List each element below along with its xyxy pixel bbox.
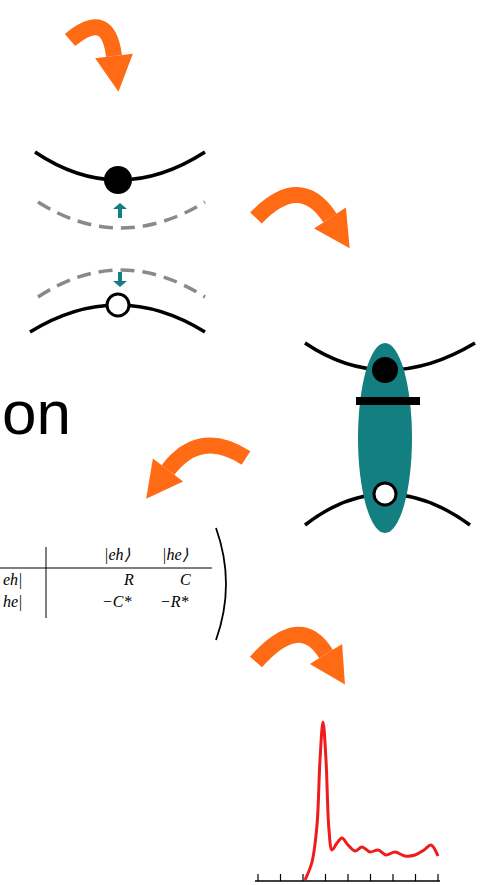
row-header: he|: [3, 593, 23, 611]
column-header: |eh⟩: [104, 546, 130, 564]
flow-arrow-body: [168, 446, 246, 471]
flow-arrow-head: [310, 644, 345, 685]
axis-tick: [302, 874, 303, 881]
axis-tick: [325, 874, 326, 881]
matrix-bracket: [216, 528, 226, 640]
matrix-rule: [46, 547, 47, 618]
axis-tick: [257, 874, 258, 881]
matrix-rule: [0, 568, 212, 569]
axis-tick: [280, 874, 281, 881]
matrix-entry: R: [124, 571, 134, 589]
title-fragment: on: [2, 382, 71, 444]
electron: [372, 357, 398, 383]
axis-tick: [370, 874, 371, 881]
flow-arrow-body: [256, 195, 330, 218]
bare-conduction-band: [38, 202, 205, 228]
row-header: eh|: [3, 571, 23, 589]
flow-arrow: [256, 635, 345, 685]
bare-valence-band: [38, 270, 205, 297]
electron: [104, 166, 132, 194]
flow-arrow-body: [70, 27, 114, 56]
flow-arrow-head: [146, 458, 183, 498]
column-header: |he⟩: [162, 546, 188, 564]
shift-arrow-head: [113, 281, 127, 287]
shift-arrow-head: [113, 203, 127, 209]
shift-arrow: [113, 272, 127, 287]
flow-arrow-body: [256, 635, 326, 662]
flow-arrow-head: [95, 54, 133, 92]
spectrum-curve: [305, 722, 438, 880]
shift-arrow-shaft: [118, 272, 122, 282]
matrix-entry: −C*: [102, 593, 131, 611]
matrix-entry: −R*: [160, 593, 189, 611]
axis-tick: [347, 874, 348, 881]
flow-arrow: [70, 27, 133, 92]
axis-tick: [437, 874, 438, 881]
axis-tick: [415, 874, 416, 881]
flow-arrow: [256, 195, 350, 248]
bound-state-level: [356, 397, 420, 405]
matrix-entry: C: [180, 571, 191, 589]
axis-tick: [392, 874, 393, 881]
flow-arrow-head: [314, 208, 350, 249]
exciton-ellipse: [358, 343, 412, 533]
shift-arrow: [113, 203, 127, 218]
flow-arrow: [146, 446, 246, 499]
shift-arrow-shaft: [118, 208, 122, 218]
hole: [107, 294, 129, 316]
hole: [374, 483, 396, 505]
